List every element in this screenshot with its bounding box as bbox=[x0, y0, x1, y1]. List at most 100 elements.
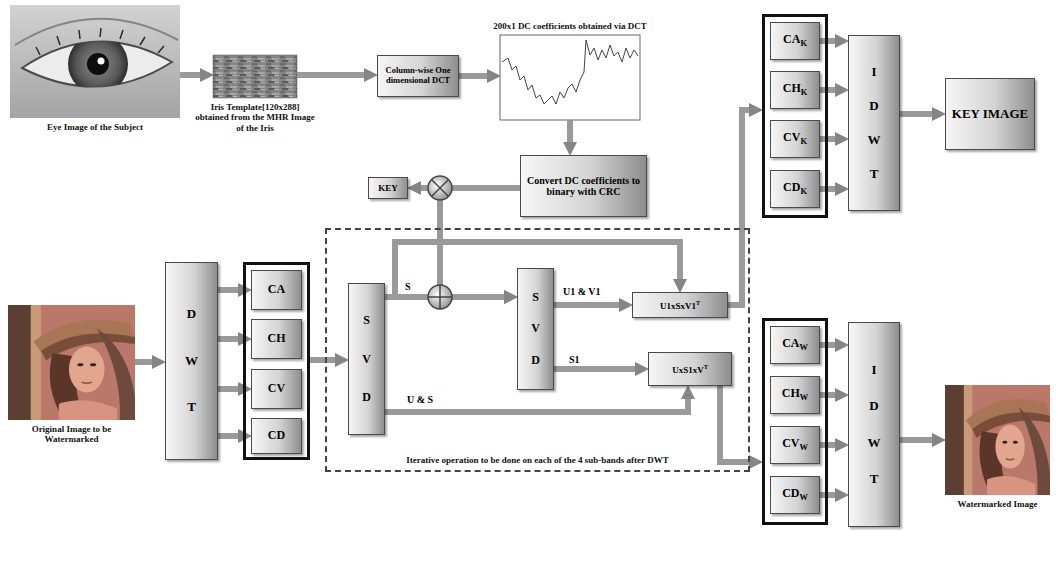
idwt-box: IDWT bbox=[848, 35, 900, 211]
flow-arrow bbox=[728, 110, 749, 305]
subband-box: CDW bbox=[770, 476, 820, 514]
subband-box: CH bbox=[251, 319, 302, 359]
caption: Original Image to be Watermarked bbox=[17, 424, 127, 445]
caption: Iterative operation to be done on each o… bbox=[368, 455, 708, 465]
box-label: T bbox=[704, 363, 708, 370]
subband-box: CVW bbox=[770, 426, 820, 464]
box-label: W bbox=[799, 443, 807, 452]
flow-arrow bbox=[218, 287, 238, 293]
iris-template-image bbox=[213, 55, 297, 98]
text-block: CVW bbox=[782, 437, 808, 453]
flow-arrow bbox=[900, 111, 932, 117]
text-block: KEY IMAGE bbox=[952, 107, 1028, 122]
eye-photo bbox=[10, 5, 180, 118]
flow-arrow bbox=[218, 433, 238, 439]
subband-box: CDK bbox=[770, 170, 820, 208]
vertical-label: IDWT bbox=[868, 55, 881, 190]
box-label: CD bbox=[783, 180, 800, 194]
subband-group: CAKCHKCVKCDK bbox=[762, 14, 828, 218]
product-box: U1xSxV1T bbox=[632, 292, 728, 318]
subband-box: CAK bbox=[770, 22, 820, 60]
subband-box: CHW bbox=[770, 376, 820, 414]
subband-box: CD bbox=[251, 418, 302, 454]
text-block: CHW bbox=[782, 387, 808, 403]
flow-arrow bbox=[720, 386, 749, 462]
coefficient-plot: 200x1 DC coefficients obtained via DCT bbox=[500, 35, 640, 120]
flow-arrow bbox=[567, 120, 573, 142]
flow-arrow bbox=[310, 357, 335, 363]
flow-arrow bbox=[554, 366, 635, 372]
box-label: K bbox=[801, 88, 808, 97]
subband-box: CV bbox=[251, 369, 302, 409]
box-label: CD bbox=[782, 486, 799, 500]
box-label: CD bbox=[268, 429, 285, 443]
text-block: CV bbox=[268, 382, 285, 396]
process-box: Convert DC coefficients to binary with C… bbox=[520, 155, 647, 217]
caption: Iris Template[120x288] obtained from the… bbox=[195, 102, 315, 133]
text-block: SVD bbox=[530, 282, 542, 376]
text-block: CHK bbox=[783, 82, 808, 98]
subband-box: CAW bbox=[770, 326, 820, 364]
box-label: T bbox=[696, 299, 700, 306]
text-block: CH bbox=[268, 332, 286, 346]
vertical-label: SVD bbox=[530, 282, 542, 376]
edge-label: S1 bbox=[568, 354, 581, 365]
subband-group: CA CH CV CD bbox=[243, 262, 310, 460]
flow-arrow bbox=[180, 72, 200, 78]
text-block: KEY bbox=[378, 183, 398, 193]
process-box: Column-wise One dimensional DCT bbox=[377, 55, 459, 97]
box-label: Column-wise One dimensional DCT bbox=[381, 66, 455, 86]
box-label: CA bbox=[782, 336, 799, 350]
text-block: CVK bbox=[783, 131, 807, 147]
edge-label: S bbox=[404, 281, 412, 292]
dwt-box: DWT bbox=[165, 262, 218, 460]
output-box: KEY IMAGE bbox=[945, 78, 1035, 150]
box-label: UxS1xV bbox=[672, 365, 704, 375]
svd-box: SVD bbox=[517, 268, 554, 390]
box-label: CA bbox=[268, 283, 285, 297]
box-label: KEY bbox=[378, 183, 398, 193]
flow-arrow bbox=[218, 336, 238, 342]
add-operator bbox=[428, 285, 452, 309]
watermarked-image-picture bbox=[945, 385, 1050, 495]
dc-coefficient-plot bbox=[500, 35, 640, 120]
text-block: SVD bbox=[361, 301, 373, 416]
box-label: U1xSxV1 bbox=[660, 301, 696, 311]
flow-arrow bbox=[135, 359, 152, 365]
subband-box: CHK bbox=[770, 71, 820, 109]
box-label: W bbox=[799, 493, 807, 502]
flow-arrow bbox=[900, 437, 932, 443]
box-label: CA bbox=[783, 32, 800, 46]
box-label: K bbox=[800, 39, 807, 48]
host-image-picture bbox=[8, 305, 135, 420]
iris-template: Iris Template[120x288] obtained from the… bbox=[213, 55, 297, 98]
vertical-label: IDWT bbox=[868, 352, 881, 498]
text-block: Convert DC coefficients to binary with C… bbox=[524, 175, 643, 198]
subband-box: CA bbox=[251, 270, 302, 310]
caption: Watermarked Image bbox=[943, 499, 1053, 509]
text-block: CA bbox=[268, 283, 285, 297]
text-block: CDK bbox=[783, 181, 807, 197]
flow-arrow bbox=[218, 386, 238, 392]
box-label: KEY IMAGE bbox=[952, 107, 1028, 122]
text-block: DWT bbox=[185, 291, 198, 431]
box-label: CH bbox=[268, 332, 286, 346]
box-label: K bbox=[800, 187, 807, 196]
text-block: IDWT bbox=[868, 352, 881, 498]
box-label: CH bbox=[783, 81, 801, 95]
host-image: Original Image to be Watermarked bbox=[8, 305, 135, 420]
box-label: K bbox=[800, 137, 807, 146]
box-label: CV bbox=[268, 382, 285, 396]
caption: Eye Image of the Subject bbox=[20, 122, 170, 132]
iteration-region: SVDSVDU1xSxV1TUxS1xVTIterative operation… bbox=[325, 228, 750, 472]
text-block: CDW bbox=[782, 487, 808, 503]
box-label: W bbox=[800, 393, 808, 402]
svd-box: SVD bbox=[348, 283, 385, 435]
box-label: CH bbox=[782, 386, 800, 400]
key-box: KEY bbox=[368, 177, 408, 199]
vertical-label: DWT bbox=[185, 291, 198, 431]
text-block: U1xSxV1T bbox=[660, 299, 700, 311]
flow-arrow bbox=[297, 72, 364, 78]
watermarked-image: Watermarked Image bbox=[945, 385, 1050, 495]
edge-label: U & S bbox=[406, 394, 434, 405]
